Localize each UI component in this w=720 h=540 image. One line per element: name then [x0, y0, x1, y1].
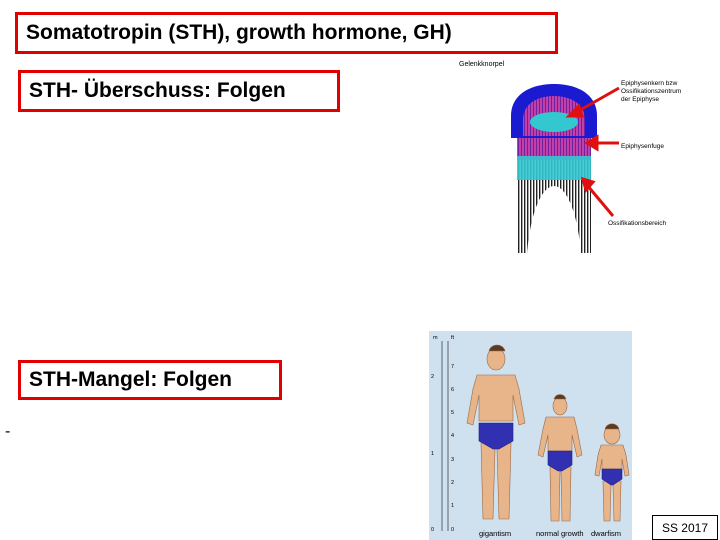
- footer-semester: SS 2017: [652, 515, 718, 540]
- excess-heading: STH- Überschuss: Folgen: [18, 70, 340, 112]
- ft-tick-1: 1: [451, 503, 454, 509]
- excess-heading-text: STH- Überschuss: Folgen: [29, 79, 286, 102]
- slide-title: Somatotropin (STH), growth hormone, GH): [15, 12, 558, 54]
- figure-normal: [537, 394, 583, 522]
- slide-title-text: Somatotropin (STH), growth hormone, GH): [26, 21, 452, 44]
- unit-m: m: [433, 335, 438, 341]
- ft-tick-7: 7: [451, 364, 454, 370]
- label-plate: Epiphysenfuge: [621, 143, 664, 150]
- label-epiphysis-2: Ossifikationszentrum: [621, 88, 681, 95]
- caption-gigantism: gigantism: [479, 529, 511, 538]
- growth-comparison-figure: m ft 2 1 0 7 6 5 4 3 2 1 0: [429, 331, 632, 540]
- ft-tick-4: 4: [451, 433, 454, 439]
- ft-tick-2: 2: [451, 480, 454, 486]
- ft-tick-0: 0: [451, 527, 454, 533]
- deficit-heading: STH-Mangel: Folgen: [18, 360, 282, 400]
- footer-text: SS 2017: [661, 520, 709, 535]
- label-cartilage: Gelenkknorpel: [459, 61, 505, 68]
- m-tick-0: 0: [431, 527, 434, 533]
- label-epiphysis-1: Epiphysenkern bzw: [621, 80, 678, 87]
- height-scale: m ft 2 1 0 7 6 5 4 3 2 1 0: [431, 335, 455, 533]
- label-epiphysis-3: der Epiphyse: [621, 96, 659, 103]
- bone-growth-diagram: Gelenkknorpel Epiphysenkern bzw Ossifika…: [459, 61, 681, 253]
- figure-dwarfism: [594, 423, 630, 522]
- ft-tick-6: 6: [451, 387, 454, 393]
- caption-dwarfism: dwarfism: [591, 529, 621, 538]
- label-ossification: Ossifikationsbereich: [608, 220, 667, 227]
- ft-tick-5: 5: [451, 410, 454, 416]
- m-tick-1: 1: [431, 451, 434, 457]
- figure-gigantism: [466, 344, 526, 520]
- ft-tick-3: 3: [451, 457, 454, 463]
- unit-ft: ft: [451, 335, 455, 341]
- m-tick-2: 2: [431, 374, 434, 380]
- caption-normal: normal growth: [536, 529, 584, 538]
- epiphyseal-plate: [517, 138, 591, 160]
- bullet-dash: -: [5, 423, 11, 440]
- deficit-heading-text: STH-Mangel: Folgen: [29, 368, 232, 391]
- figure-background: [429, 331, 632, 540]
- plate-cyan-zone: [517, 156, 591, 180]
- pointer-arrows: [565, 86, 620, 217]
